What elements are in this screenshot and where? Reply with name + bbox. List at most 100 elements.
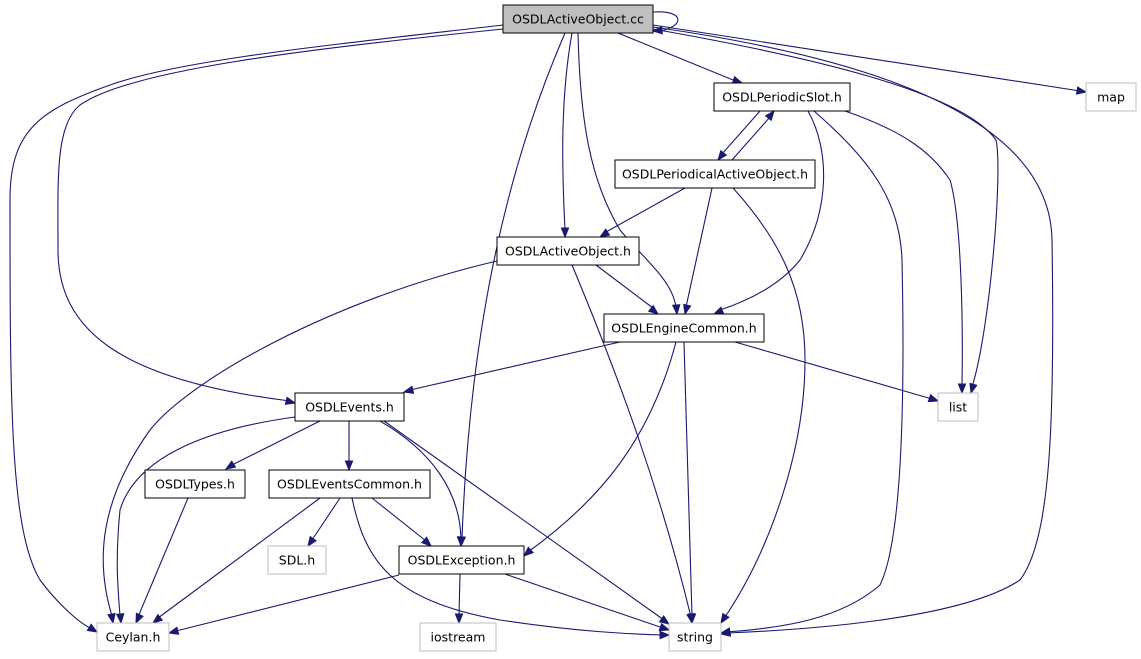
node-activeobject[interactable]: OSDLActiveObject.h bbox=[496, 236, 640, 266]
arrowhead bbox=[957, 383, 967, 395]
arrowhead bbox=[224, 460, 237, 470]
edge-events-to-ceylan bbox=[115, 416, 296, 625]
edge-line bbox=[458, 573, 461, 617]
edge-enginecommon-to-list bbox=[734, 341, 940, 403]
arrowhead bbox=[647, 304, 660, 315]
node-events[interactable]: OSDLEvents.h bbox=[294, 392, 405, 422]
edge-line bbox=[175, 574, 400, 632]
node-sdl: SDL.h bbox=[267, 545, 327, 575]
node-exception[interactable]: OSDLException.h bbox=[398, 545, 525, 575]
node-root[interactable]: OSDLActiveObject.cc bbox=[502, 4, 654, 34]
edge-line bbox=[683, 341, 693, 617]
edge-line bbox=[351, 497, 664, 636]
edge-enginecommon-to-events bbox=[402, 341, 621, 394]
arrowhead bbox=[717, 149, 728, 162]
edge-line bbox=[724, 187, 806, 618]
edge-line bbox=[652, 28, 999, 388]
edge-root-to-list bbox=[652, 28, 999, 395]
edge-exception-to-ceylan bbox=[167, 574, 400, 635]
edge-root-to-activeobject bbox=[560, 32, 573, 239]
node-map: map bbox=[1085, 82, 1137, 112]
node-label: OSDLPeriodicalActiveObject.h bbox=[622, 167, 808, 182]
edge-line bbox=[721, 110, 761, 155]
edge-line bbox=[577, 32, 677, 308]
node-box bbox=[419, 622, 497, 652]
node-box bbox=[937, 392, 979, 422]
edge-periodicslot-to-string bbox=[719, 110, 904, 636]
arrowhead bbox=[712, 306, 725, 315]
node-types[interactable]: OSDLTypes.h bbox=[144, 469, 246, 499]
edge-line bbox=[617, 32, 739, 83]
arrowhead bbox=[1075, 86, 1088, 95]
node-iostream: iostream bbox=[419, 622, 497, 652]
arrowhead bbox=[560, 227, 570, 239]
node-ceylan: Ceylan.h bbox=[96, 622, 170, 652]
edge-line bbox=[719, 110, 825, 311]
edge-line bbox=[562, 32, 573, 231]
arrowhead bbox=[135, 612, 144, 625]
edge-line bbox=[409, 341, 621, 391]
node-label: list bbox=[949, 400, 967, 415]
edge-line bbox=[57, 28, 504, 402]
edge-line bbox=[311, 497, 341, 541]
arrowhead bbox=[344, 460, 354, 472]
arrowhead bbox=[284, 396, 297, 405]
arrowhead bbox=[456, 536, 466, 548]
node-label: OSDLEventsCommon.h bbox=[277, 477, 422, 492]
node-box bbox=[603, 313, 765, 343]
edge-line bbox=[652, 24, 1081, 92]
edge-enginecommon-to-exception bbox=[523, 341, 677, 557]
edge-activeobject-to-enginecommon bbox=[595, 264, 660, 315]
edge-events-to-types bbox=[224, 420, 321, 470]
node-eventscommon[interactable]: OSDLEventsCommon.h bbox=[268, 469, 431, 499]
edge-periodicslot-to-enginecommon bbox=[712, 110, 825, 315]
node-list: list bbox=[937, 392, 979, 422]
node-box bbox=[713, 82, 851, 112]
edge-line bbox=[605, 187, 686, 233]
arrowhead bbox=[969, 382, 978, 395]
edge-periodicalao-to-string bbox=[720, 187, 806, 625]
edge-events-to-exception bbox=[379, 420, 466, 548]
edge-line bbox=[731, 116, 771, 161]
edge-root-to-events bbox=[57, 28, 504, 405]
edge-eventscommon-to-string bbox=[351, 497, 671, 640]
node-box bbox=[268, 469, 431, 499]
node-enginecommon[interactable]: OSDLEngineCommon.h bbox=[603, 313, 765, 343]
node-box bbox=[96, 622, 170, 652]
arrowhead bbox=[107, 612, 116, 625]
node-box bbox=[144, 469, 246, 499]
edge-exception-to-string bbox=[504, 573, 671, 632]
edge-eventscommon-to-exception bbox=[371, 497, 432, 547]
arrowhead bbox=[115, 613, 125, 625]
edge-line bbox=[383, 420, 665, 621]
edge-exception-to-iostream bbox=[454, 573, 464, 625]
edge-line bbox=[652, 26, 1054, 634]
edge-root-to-enginecommon bbox=[577, 32, 681, 316]
edge-periodicalao-to-periodicslot bbox=[731, 109, 775, 161]
node-label: OSDLException.h bbox=[408, 553, 516, 568]
node-periodicslot[interactable]: OSDLPeriodicSlot.h bbox=[713, 82, 851, 112]
arrowhead bbox=[307, 535, 317, 548]
node-box bbox=[668, 622, 722, 652]
arrowhead bbox=[598, 228, 611, 238]
edge-periodicslot-to-list bbox=[844, 110, 967, 395]
edge-eventscommon-to-sdl bbox=[307, 497, 341, 548]
edge-line bbox=[116, 416, 296, 617]
node-label: string bbox=[677, 630, 713, 645]
edge-line bbox=[379, 420, 462, 540]
edge-line bbox=[595, 264, 654, 309]
node-box bbox=[267, 545, 327, 575]
edge-periodicalao-to-enginecommon bbox=[683, 187, 713, 316]
edge-eventscommon-to-ceylan bbox=[151, 497, 321, 624]
edge-line bbox=[461, 32, 566, 540]
node-periodicalao[interactable]: OSDLPeriodicalActiveObject.h bbox=[614, 159, 816, 189]
edge-periodicslot-to-periodicalao bbox=[717, 110, 761, 162]
edge-line bbox=[734, 341, 933, 400]
arrowhead bbox=[720, 612, 730, 625]
arrowhead bbox=[421, 536, 432, 547]
arrowhead bbox=[671, 304, 681, 316]
edge-periodicalao-to-activeobject bbox=[598, 187, 686, 238]
node-string: string bbox=[668, 622, 722, 652]
